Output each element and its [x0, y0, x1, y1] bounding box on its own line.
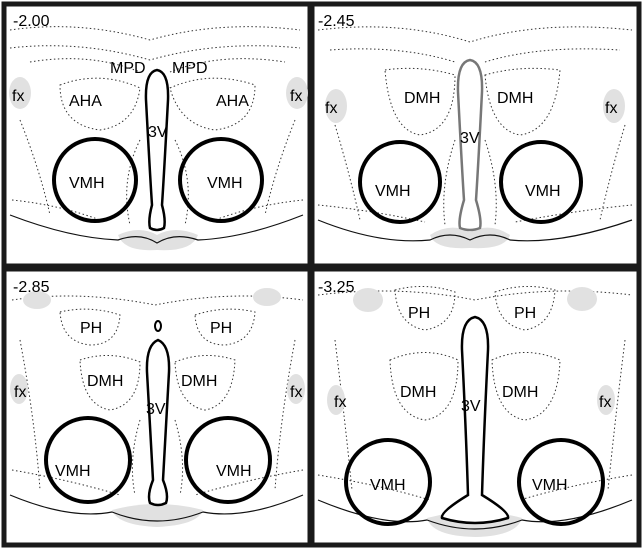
dmh-left-label: DMH — [404, 90, 440, 107]
fornix-right-shape — [597, 385, 615, 415]
gray-patch-right — [253, 288, 281, 306]
panel-section-2-85: -2.85 PH PH DMH DMH fx fx 3V VMH VMH — [1, 266, 313, 548]
ph-right-label: PH — [210, 320, 232, 337]
fornix-right-shape — [287, 374, 305, 404]
fx-left-label: fx — [14, 384, 26, 401]
ph-left-label: PH — [408, 305, 430, 322]
ventral-gray-patch — [430, 227, 510, 249]
vmh-left-label: VMH — [375, 183, 411, 200]
region-outlines — [9, 26, 304, 226]
vmh-left-label: VMH — [69, 175, 105, 192]
third-ventricle-shape — [144, 68, 170, 232]
third-ventricle-label: 3V — [146, 401, 166, 418]
region-outlines — [317, 286, 633, 501]
dmh-right-label: DMH — [502, 384, 538, 401]
vmh-right-label: VMH — [525, 183, 561, 200]
fornix-left-shape — [325, 89, 347, 123]
gray-patch-right — [567, 287, 597, 311]
ventral-surface-line — [9, 214, 304, 244]
third-ventricle-shape — [145, 338, 171, 507]
vmh-left-circle — [44, 416, 132, 504]
dmh-left-label: DMH — [400, 384, 436, 401]
aha-right-label: AHA — [216, 93, 249, 110]
fx-right-label: fx — [599, 394, 611, 411]
aha-left-label: AHA — [69, 93, 102, 110]
ventral-gray-patch — [118, 230, 198, 251]
third-ventricle-label: 3V — [148, 124, 168, 141]
vmh-right-circle — [499, 140, 583, 224]
fx-right-label: fx — [605, 100, 617, 117]
ventral-surface-line — [317, 499, 633, 530]
fx-left-label: fx — [12, 88, 24, 105]
vmh-left-label: VMH — [370, 477, 406, 494]
panel-section-2-45: -2.45 DMH DMH fx fx 3V VMH VMH — [309, 1, 642, 269]
small-ventricle-recess — [154, 320, 162, 332]
fornix-right-shape — [603, 89, 625, 123]
vmh-left-circle — [344, 438, 432, 526]
panel-section-2-00: -2.00 MPD MPD AHA AHA fx fx 3V VMH VMH — [1, 1, 313, 269]
fornix-left-shape — [10, 374, 28, 404]
ventral-gray-patch — [112, 504, 203, 527]
dmh-right-label: DMH — [497, 90, 533, 107]
third-ventricle-label: 3V — [460, 130, 480, 147]
mpd-right-label: MPD — [172, 60, 208, 77]
dmh-right-label: DMH — [181, 373, 217, 390]
gray-patch-left — [23, 291, 51, 309]
vmh-right-label: VMH — [532, 477, 568, 494]
vmh-left-circle — [358, 140, 442, 224]
fx-left-label: fx — [334, 394, 346, 411]
vmh-left-circle — [52, 137, 138, 223]
region-outlines — [11, 295, 304, 496]
third-ventricle-shape — [456, 58, 484, 232]
section-coordinate: -3.25 — [318, 279, 355, 296]
vmh-right-circle — [517, 438, 605, 526]
dmh-left-label: DMH — [87, 373, 123, 390]
ph-right-label: PH — [514, 305, 536, 322]
section-coordinate: -2.00 — [13, 13, 50, 30]
vmh-right-label: VMH — [207, 175, 243, 192]
ventral-surface-line — [317, 219, 633, 242]
vmh-right-label: VMH — [216, 463, 252, 480]
fx-left-label: fx — [325, 100, 337, 117]
section-coordinate: -2.45 — [318, 13, 355, 30]
third-ventricle-label: 3V — [461, 398, 481, 415]
fornix-left-shape — [327, 385, 345, 415]
mpd-left-label: MPD — [110, 60, 146, 77]
panel-section-3-25: -3.25 PH PH DMH DMH fx fx 3V VMH VMH — [309, 266, 642, 548]
fx-right-label: fx — [290, 384, 302, 401]
vmh-right-circle — [184, 416, 272, 504]
fx-right-label: fx — [290, 88, 302, 105]
ventral-surface-line — [9, 494, 304, 522]
fornix-right-shape — [286, 77, 308, 109]
ph-left-label: PH — [80, 320, 102, 337]
vmh-right-circle — [178, 137, 264, 223]
fornix-left-shape — [9, 77, 31, 109]
vmh-left-label: VMH — [55, 463, 91, 480]
third-ventricle-shape — [440, 315, 510, 525]
section-coordinate: -2.85 — [13, 279, 50, 296]
gray-patch-left — [353, 288, 383, 312]
